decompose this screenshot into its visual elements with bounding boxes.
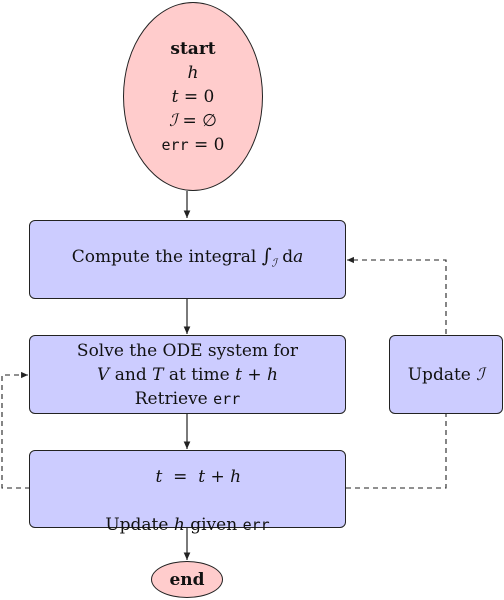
solve-ode-line2: V and T at time t + h (97, 364, 278, 385)
arrow-update-to-update-i (346, 414, 447, 489)
compute-integral-label: Compute the integral ∫ℐ da (71, 244, 304, 270)
update-t-line: t = t + h (155, 467, 242, 487)
start-var-h: h (187, 62, 199, 83)
update-step-box: t = t + h Update h given err (29, 450, 346, 535)
compute-integral-box: Compute the integral ∫ℐ da (29, 220, 346, 299)
start-t-init: t = 0 (171, 86, 215, 107)
update-h-line: Update h given err (105, 515, 270, 535)
solve-ode-line3: Retrieve err (134, 388, 241, 409)
arrow-loop-back-to-solve (1, 371, 30, 489)
solve-ode-box: Solve the ODE system for V and T at time… (29, 335, 346, 414)
start-node: start h t = 0 ℐ = ∅ err = 0 (123, 2, 263, 191)
update-i-box: Update ℐ (389, 335, 503, 414)
end-node: end (151, 561, 223, 598)
update-i-label: Update ℐ (407, 364, 485, 385)
start-err-init: err = 0 (161, 134, 225, 155)
start-title: start (170, 38, 216, 59)
end-title: end (169, 569, 205, 590)
start-i-init: ℐ = ∅ (169, 110, 217, 131)
arrow-update-i-to-integral (347, 256, 447, 334)
solve-ode-line1: Solve the ODE system for (76, 340, 299, 361)
